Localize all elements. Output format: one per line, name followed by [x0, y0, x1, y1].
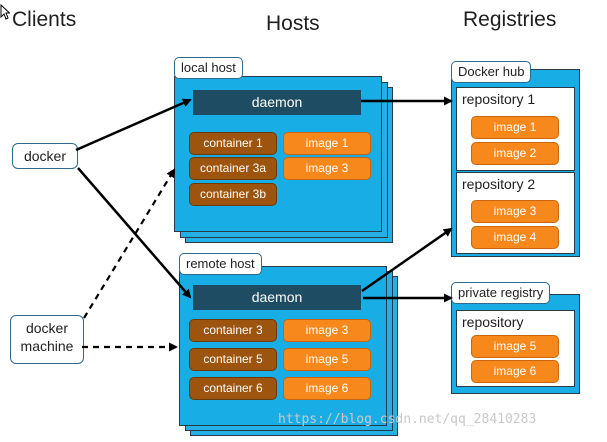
- remote-image-5: image 5: [283, 348, 371, 371]
- hosts-column-title: Hosts: [266, 12, 320, 35]
- hub-repo2-image-3: image 3: [471, 200, 559, 223]
- remote-daemon: daemon: [193, 285, 361, 310]
- hub-repository-2-title: repository 2: [462, 176, 536, 192]
- local-host-label: local host: [174, 57, 243, 79]
- mouse-cursor-icon: [0, 3, 11, 25]
- local-daemon: daemon: [193, 90, 361, 115]
- private-image-5: image 5: [471, 335, 559, 358]
- remote-host-label: remote host: [179, 253, 262, 275]
- remote-container-5: container 5: [189, 348, 277, 371]
- hub-repository-1: repository 1 image 1 image 2: [456, 87, 575, 171]
- clients-column-title: Clients: [12, 8, 77, 31]
- watermark-text: https://blog.csdn.net/qq_28410283: [278, 412, 537, 427]
- private-repository: repository image 5 image 6: [456, 310, 575, 387]
- arrow-docker-to-local-daemon: [75, 98, 192, 152]
- remote-image-6: image 6: [283, 377, 371, 400]
- local-image-1: image 1: [283, 132, 371, 155]
- hub-repo2-image-4: image 4: [471, 226, 559, 249]
- docker-machine-client: docker machine: [10, 315, 84, 364]
- remote-image-3: image 3: [283, 319, 371, 342]
- hub-repo1-image-1: image 1: [471, 116, 559, 139]
- hub-repository-1-title: repository 1: [462, 91, 536, 107]
- remote-host-panel: daemon container 3 container 5 container…: [179, 266, 387, 426]
- local-container-1: container 1: [189, 132, 277, 155]
- private-registry-panel: repository image 5 image 6: [451, 294, 580, 394]
- arrow-machine-to-local-host: [83, 168, 176, 319]
- private-image-6: image 6: [471, 360, 559, 383]
- docker-hub-label: Docker hub: [451, 61, 532, 83]
- remote-container-3: container 3: [189, 319, 277, 342]
- private-registry-label: private registry: [451, 282, 551, 304]
- docker-client: docker: [12, 143, 78, 169]
- local-container-3a: container 3a: [189, 157, 277, 180]
- hub-repository-2: repository 2 image 3 image 4: [456, 172, 575, 254]
- remote-container-6: container 6: [189, 377, 277, 400]
- docker-hub-panel: repository 1 image 1 image 2 repository …: [451, 69, 580, 257]
- local-image-3: image 3: [283, 157, 371, 180]
- local-container-3b: container 3b: [189, 183, 277, 206]
- registries-column-title: Registries: [463, 8, 557, 31]
- private-repository-title: repository: [462, 314, 524, 330]
- hub-repo1-image-2: image 2: [471, 142, 559, 165]
- local-host-panel: daemon container 1 container 3a containe…: [174, 76, 382, 232]
